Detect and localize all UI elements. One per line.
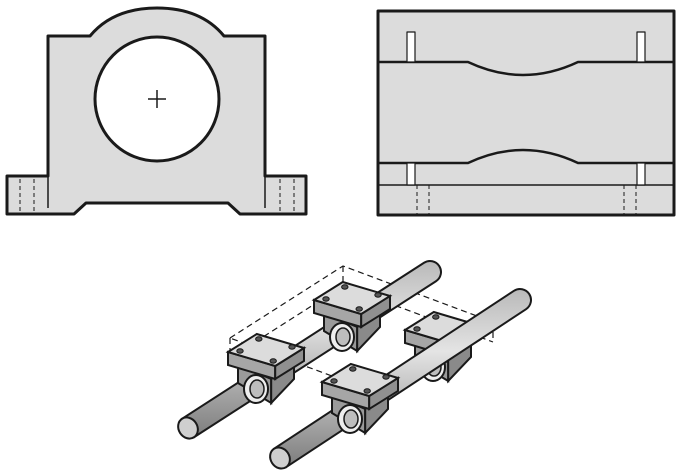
side-screw-top-right	[636, 31, 646, 63]
bearing-block-back-left-plate-top	[311, 280, 393, 316]
bearing-block-front-right-plate-top	[319, 362, 401, 398]
side-screw-bottom-right	[636, 162, 646, 186]
bearing-block-front-left-bolt-hole	[255, 336, 263, 342]
shaft-back-body	[180, 260, 442, 439]
side-view-outline	[376, 9, 676, 217]
bearing-block-back-left-bore	[335, 327, 351, 347]
bearing-block-front-left-plate-top	[225, 332, 307, 368]
side-bore-bottom-line	[378, 148, 674, 165]
bearing-block-back-right-bolt-hole	[413, 326, 421, 332]
bearing-block-front-left-bolt-hole	[236, 348, 244, 354]
shaft-back-end-face	[177, 416, 199, 440]
bearing-block-front-right-bolt-hole	[363, 388, 371, 394]
shaft-front-body	[272, 288, 532, 469]
bearing-block-back-left-bolt-hole	[374, 292, 382, 298]
bearing-block-back-right-bolt-hole	[432, 314, 440, 320]
side-bore-top-line	[378, 60, 674, 77]
bearing-block-front-right-bolt-hole	[349, 366, 357, 372]
bearing-block-front-left-bore	[249, 379, 265, 399]
bearing-block-back-left-bolt-hole	[355, 306, 363, 312]
bearing-block-front-right	[319, 362, 401, 436]
bearing-block-front-right-bolt-hole	[382, 374, 390, 380]
bearing-block-front-right-bore	[343, 409, 359, 429]
pillow-block-side-view	[376, 9, 676, 217]
bearing-block-front-left	[225, 332, 307, 406]
bearing-block-front-right-bolt-hole	[330, 378, 338, 384]
side-screw-top-left	[406, 31, 416, 63]
bearing-block-front-left-bolt-hole	[288, 344, 296, 350]
side-screw-bottom-left	[406, 162, 416, 186]
pillow-block-front-view	[5, 6, 308, 216]
linear-bearing-assembly-isometric	[177, 260, 532, 470]
shaft-front-end-face	[269, 446, 291, 470]
bearing-block-front-left-bolt-hole	[269, 358, 277, 364]
bearing-block-back-left-bolt-hole	[341, 284, 349, 290]
bearing-block-back-left	[311, 280, 393, 354]
bearing-block-back-left-bolt-hole	[322, 296, 330, 302]
